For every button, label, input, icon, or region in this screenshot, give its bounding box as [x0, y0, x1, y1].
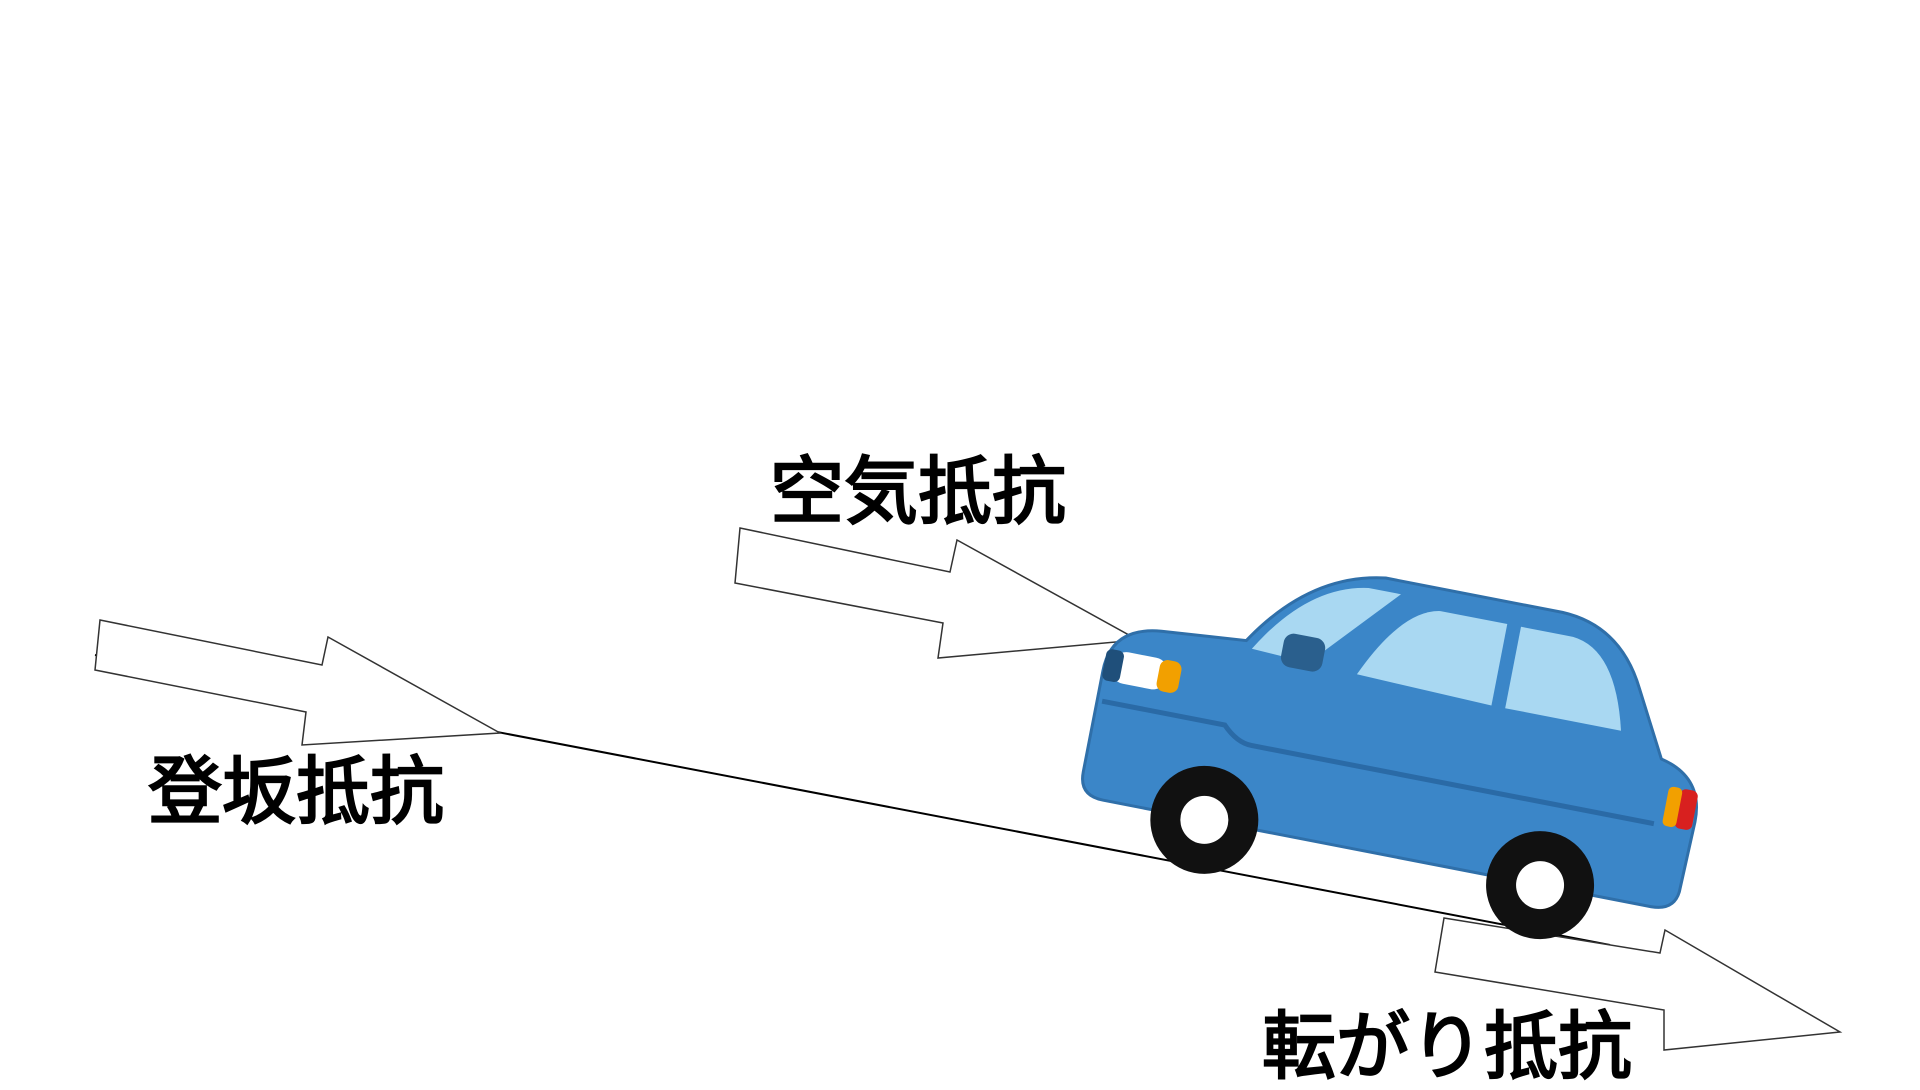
side-mirror — [1280, 633, 1326, 672]
grade-resistance-label: 登坂抵抗 — [148, 749, 444, 835]
headlight-amber — [1156, 660, 1182, 693]
headlight — [1111, 652, 1168, 690]
rear-side-window — [1505, 626, 1622, 731]
rear-wheel — [1486, 831, 1595, 940]
front-wheel — [1150, 765, 1259, 874]
rolling-resistance-label: 転がり抵抗 — [1262, 1004, 1632, 1090]
body-trim-line — [1101, 698, 1655, 827]
air-resistance-arrow — [734, 527, 1141, 659]
rolling-resistance-arrow — [1434, 917, 1843, 1051]
car-illustration — [1081, 576, 1698, 940]
front-side-window — [1356, 611, 1508, 706]
headlight-dark — [1102, 649, 1124, 683]
tail-light-amber — [1662, 786, 1683, 828]
grade-resistance-arrow — [94, 619, 503, 746]
air-resistance-label: 空気抵抗 — [770, 449, 1066, 535]
